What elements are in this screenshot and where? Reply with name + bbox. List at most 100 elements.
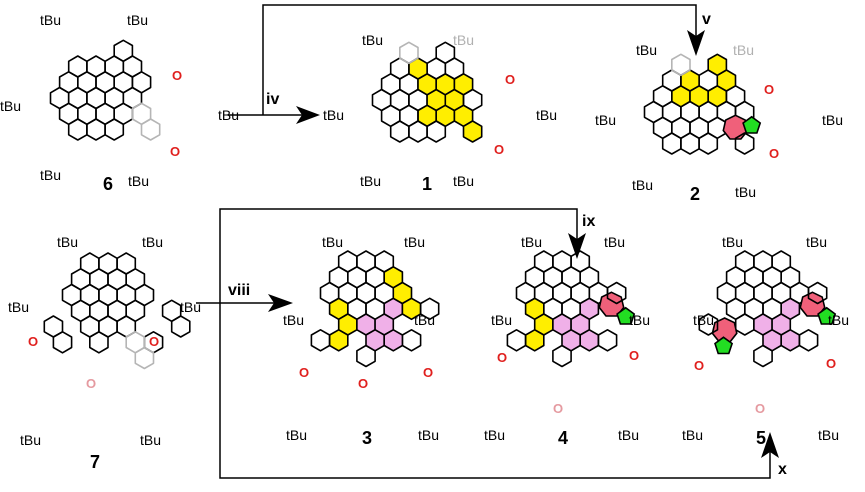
compound-number-1: 1 — [422, 174, 432, 194]
oxygen-label: O — [494, 142, 504, 157]
fused-ring — [597, 328, 618, 352]
oxygen-label: O — [769, 146, 779, 161]
tbu-label: tBu — [40, 167, 61, 183]
hexagon-ring — [86, 55, 106, 78]
tbu-label: tBu — [822, 112, 843, 128]
reagent-iv-label: iv — [266, 91, 279, 108]
phenyl-ring — [89, 330, 109, 354]
molecule-1 — [371, 41, 483, 143]
tbu-label-grey: tBu — [453, 32, 474, 48]
tbu-label: tBu — [595, 112, 616, 128]
benzo-ring — [606, 281, 627, 305]
tbu-label: tBu — [484, 427, 505, 443]
reagent-v-label: v — [702, 11, 711, 28]
heptagon-ring — [598, 291, 625, 317]
tbu-label: tBu — [828, 312, 849, 328]
tbu-label: tBu — [218, 107, 239, 123]
tbu-label: tBu — [20, 432, 41, 448]
tbu-label: tBu — [806, 234, 827, 250]
fused-ring — [798, 328, 819, 352]
tbu-label: tBu — [323, 107, 344, 123]
oxygen-label: O — [629, 348, 639, 363]
fused-ring — [561, 328, 582, 352]
hexagon-ring — [643, 100, 664, 124]
oxygen-label: O — [358, 376, 368, 391]
hexagon-ring — [371, 88, 392, 112]
oxygen-label: O — [694, 358, 704, 373]
hexagon-ring — [533, 250, 554, 273]
tbu-label: tBu — [128, 173, 149, 189]
benzo-ring — [807, 281, 828, 305]
arrow-viii — [196, 294, 293, 312]
grey-ring — [670, 53, 691, 77]
molecule-2 — [643, 53, 762, 155]
pentagon-ring — [616, 306, 636, 325]
oxygen-label: O — [172, 68, 182, 83]
fused-ring — [365, 328, 386, 352]
arrow-iv — [228, 106, 320, 124]
hexagon-ring — [79, 252, 100, 275]
oxygen-label: O — [299, 365, 309, 380]
tbu-label: tBu — [682, 427, 703, 443]
grey-ring — [398, 41, 419, 65]
hexagon-ring — [716, 281, 737, 305]
hexagon-ring — [134, 283, 155, 307]
benzofuran-ring — [462, 120, 483, 143]
hexagon-ring — [49, 86, 70, 110]
compound-number-4: 4 — [558, 428, 568, 448]
tbu-label: tBu — [8, 299, 29, 315]
hexagon-ring — [515, 281, 536, 305]
tbu-label: tBu — [521, 234, 542, 250]
hexagon-ring — [680, 132, 700, 155]
oxygen-label: O — [86, 376, 96, 391]
hexagon-ring — [389, 120, 410, 143]
benzofuran-ring — [113, 39, 134, 63]
tbu-label: tBu — [629, 312, 650, 328]
arrow-ix — [219, 208, 586, 303]
compound-number-5: 5 — [756, 428, 766, 448]
tbu-label: tBu — [40, 12, 61, 28]
fused-ring — [524, 328, 545, 352]
pentagon-ring — [742, 115, 762, 134]
hexagon-ring — [337, 250, 358, 273]
benzofuran-ring — [707, 53, 728, 77]
tbu-label: tBu — [127, 12, 148, 28]
benzofuran-ring — [506, 328, 527, 352]
tbu-label: tBu — [491, 312, 512, 328]
hexagon-ring — [552, 250, 572, 273]
fused-ring — [328, 328, 349, 352]
reagent-ix-label: ix — [582, 213, 595, 230]
tbu-label: tBu — [636, 42, 657, 58]
heptagon-ring — [799, 291, 826, 317]
oxygen-label: O — [170, 144, 180, 159]
hexagon-ring — [661, 132, 682, 155]
hexagon-ring — [86, 118, 106, 141]
fused-ring — [383, 328, 404, 352]
oxygen-label: O — [553, 401, 563, 416]
tbu-label: tBu — [140, 432, 161, 448]
tbu-label: tBu — [286, 427, 307, 443]
hexagon-ring — [698, 132, 719, 155]
hexagon-ring — [116, 252, 137, 275]
hexagon-ring — [356, 250, 376, 273]
hexagon-ring — [67, 55, 88, 78]
tbu-label: tBu — [404, 234, 425, 250]
benzofuran-ring — [161, 299, 182, 323]
oxygen-label: O — [149, 334, 159, 349]
compound-number-3: 3 — [362, 428, 372, 448]
tbu-label: tBu — [722, 234, 743, 250]
fused-ring — [579, 328, 600, 352]
compound-number-2: 2 — [690, 184, 700, 204]
hexagon-ring — [426, 120, 447, 143]
hexagon-ring — [734, 250, 755, 273]
hexagon-ring — [771, 250, 792, 273]
benzofuran-ring — [310, 328, 331, 352]
reagent-viii-label: viii — [228, 282, 250, 299]
fused-ring — [401, 328, 422, 352]
hexagon-ring — [408, 120, 428, 143]
tbu-label: tBu — [362, 32, 383, 48]
oxygen-label: O — [764, 82, 774, 97]
benzofuran-ring — [419, 297, 440, 321]
oxygen-label: O — [28, 334, 38, 349]
tbu-label: tBu — [180, 299, 201, 315]
